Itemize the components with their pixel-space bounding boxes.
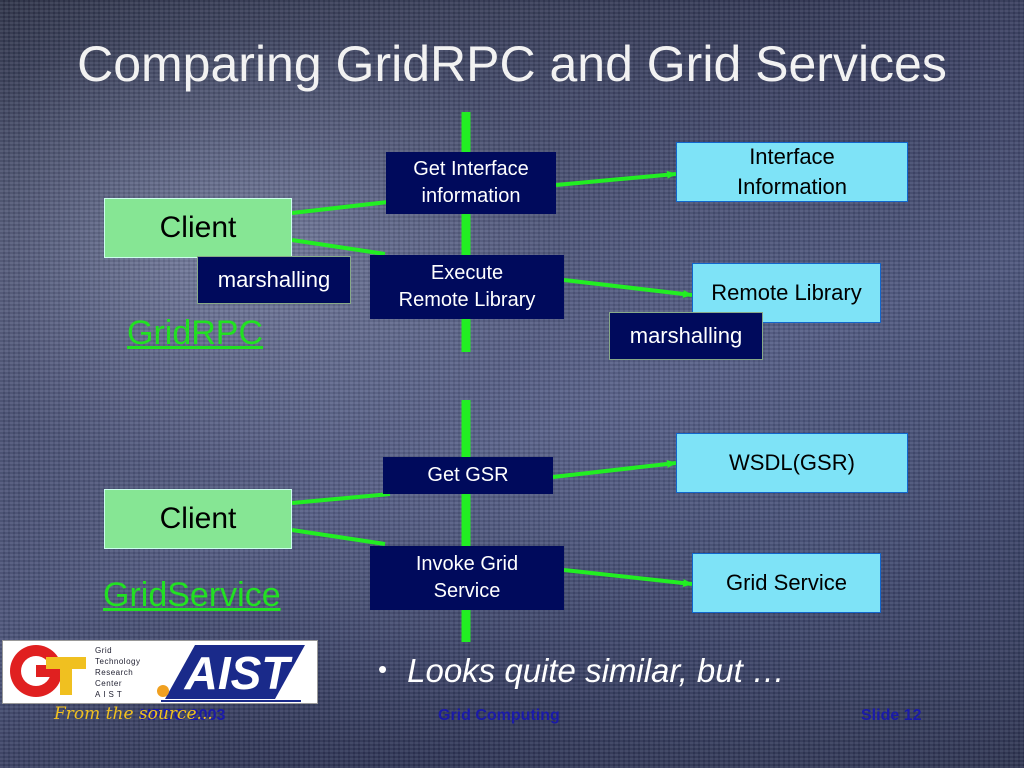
gridservice-section-label[interactable]: GridService	[103, 576, 281, 614]
server-marshalling-label: marshalling	[629, 323, 743, 348]
interface-information-line2: Information	[736, 174, 848, 199]
arrow-to-wsdl	[552, 460, 677, 479]
footer-left: HPDC 2003	[140, 707, 226, 724]
invoke-line1: Invoke Grid	[415, 553, 519, 575]
bullet-text: Looks quite similar, but …	[407, 652, 785, 689]
svg-text:AIST: AIST	[184, 647, 294, 699]
arrow-to-remote-library	[563, 278, 693, 298]
get-interface-line2: information	[421, 185, 521, 207]
execute-line2: Remote Library	[398, 289, 536, 311]
footer-center: Grid Computing	[438, 707, 560, 724]
get-interface-box: Get Interface information	[386, 152, 556, 214]
grid-service-label: Grid Service	[725, 570, 848, 595]
connector-client-to-execute	[291, 238, 386, 256]
get-interface-line1: Get Interface	[413, 158, 529, 180]
slide-title: Comparing GridRPC and Grid Services	[77, 36, 947, 92]
bullet-dot-icon: •	[378, 654, 388, 684]
wsdl-gsr-box: WSDL(GSR)	[676, 433, 908, 493]
arrow-to-interface-information	[555, 170, 677, 187]
get-gsr-label: Get GSR	[427, 464, 509, 486]
interface-information-line1: Interface	[749, 144, 835, 169]
invoke-grid-service-box: Invoke Grid Service	[370, 546, 564, 610]
gt-logo-text: Grid Technology Research Center AIST	[95, 646, 141, 699]
client-marshalling-label: marshalling	[217, 267, 331, 292]
gridrpc-client-marshalling-box: marshalling	[197, 256, 351, 304]
source-note: From the source...	[54, 704, 213, 724]
footer-right: Slide 12	[861, 707, 922, 724]
arrow-to-grid-service	[563, 568, 693, 587]
bullet-point: • Looks quite similar, but …	[378, 652, 785, 690]
execute-line1: Execute	[430, 262, 504, 284]
get-gsr-box: Get GSR	[383, 457, 553, 494]
gridservice-client-box: Client	[104, 489, 292, 549]
gridrpc-client-label: Client	[159, 211, 237, 244]
connector-client2-to-invoke	[291, 528, 386, 546]
remote-library-label: Remote Library	[711, 280, 862, 305]
interface-information-box: Interface Information	[676, 142, 908, 202]
wsdl-gsr-label: WSDL(GSR)	[729, 450, 855, 475]
invoke-line2: Service	[433, 580, 501, 602]
grid-service-box: Grid Service	[692, 553, 881, 613]
gt-logo-icon	[10, 645, 86, 697]
remote-library-box: Remote Library	[692, 263, 881, 323]
gtrc-aist-logo: Grid Technology Research Center AIST AIS…	[2, 640, 318, 704]
execute-remote-library-box: Execute Remote Library	[370, 255, 564, 319]
connector-client2-to-get-gsr	[291, 492, 391, 505]
server-marshalling-box: marshalling	[609, 312, 763, 360]
connector-client-to-get-interface	[291, 200, 389, 215]
gridrpc-client-box: Client	[104, 198, 292, 258]
gridservice-client-label: Client	[159, 502, 237, 535]
aist-logo-icon: AIST	[155, 641, 317, 703]
gridrpc-section-label[interactable]: GridRPC	[127, 314, 264, 352]
